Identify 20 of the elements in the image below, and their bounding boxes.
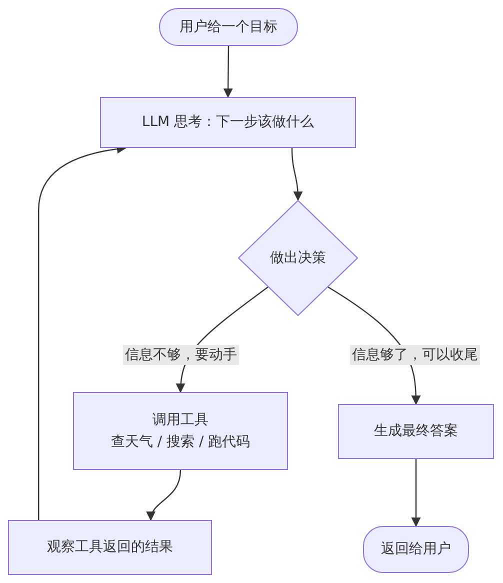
node-text: LLM 思考：下一步该做什么: [142, 113, 314, 132]
process-box: [100, 97, 356, 148]
edge-label: 信息够了，可以收尾: [350, 345, 480, 365]
arrow: [291, 148, 303, 201]
arrow: [411, 459, 421, 527]
start-pill: [159, 8, 298, 46]
arrow: [147, 470, 182, 521]
process-box: [73, 392, 288, 470]
process-box: [8, 520, 212, 575]
process-box: [338, 404, 494, 459]
node-text: 生成最终答案: [374, 422, 458, 442]
end-pill: [363, 526, 469, 573]
arrow: [223, 46, 233, 98]
node-text: 做出决策: [270, 248, 326, 268]
node-text: 用户给一个目标: [180, 18, 278, 37]
node-text: 调用工具: [152, 410, 208, 430]
edge-label: 信息不够，要动手: [123, 345, 239, 365]
node-text: 返回给用户: [381, 540, 451, 560]
node-text: 观察工具返回的结果: [47, 538, 173, 558]
node-text: 查天气 / 搜索 / 跑代码: [110, 433, 250, 452]
